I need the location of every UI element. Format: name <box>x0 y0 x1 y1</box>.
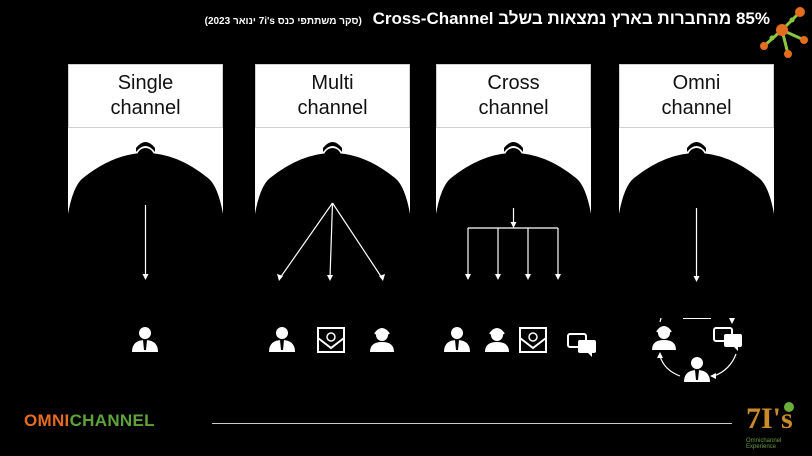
multi-channel-diagram <box>255 128 410 281</box>
logo-dot-icon <box>784 402 794 412</box>
column-title: Single channel <box>110 72 181 119</box>
column-title: Multi channel <box>297 72 368 119</box>
customer-person-icon <box>315 142 350 186</box>
column-single-channel: Single channel <box>68 64 223 294</box>
column-header: Omni channel <box>619 64 774 128</box>
logo-tagline: Omnichannel Experience <box>746 438 782 450</box>
omni-channel-diagram <box>619 128 774 282</box>
channel-icons-row <box>132 318 743 382</box>
single-channel-diagram <box>68 128 223 280</box>
column-multi-channel: Multi channel <box>255 64 410 294</box>
agent-icon <box>684 357 710 382</box>
network-graphic-icon <box>760 7 808 58</box>
page-subtitle: (סקר משתתפי כנס 7i's ינואר 2023) <box>204 16 362 27</box>
chat-bubbles-icon <box>567 333 597 358</box>
footer-label: OMNICHANNEL <box>24 411 155 431</box>
email-icon <box>519 327 547 353</box>
footer-label-omni: OMNI <box>24 411 70 430</box>
column-title: Cross channel <box>478 72 549 119</box>
column-cross-channel: Cross channel <box>436 64 591 294</box>
column-omni-channel: Omni channel <box>619 64 774 294</box>
agent-icon <box>444 327 470 352</box>
channel-columns: Single channel Multi channel <box>0 64 812 294</box>
column-title: Omni channel <box>661 72 732 119</box>
agent-icon <box>132 327 158 352</box>
page-title-text: 85% מהחברות בארץ נמצאות בשלב Cross-Chann… <box>372 9 770 28</box>
column-header: Multi channel <box>255 64 410 128</box>
cross-channel-diagram <box>436 128 591 280</box>
page-title: 85% מהחברות בארץ נמצאות בשלב Cross-Chann… <box>70 8 770 33</box>
footer-divider <box>212 423 732 424</box>
headset-agent-icon <box>369 328 395 353</box>
column-header: Single channel <box>68 64 223 128</box>
header: 85% מהחברות בארץ נמצאות בשלב Cross-Chann… <box>70 8 770 33</box>
email-icon <box>317 327 345 353</box>
agent-icon <box>269 327 295 352</box>
company-logo: 7I's Omnichannel Experience <box>742 398 806 452</box>
headset-agent-icon <box>651 326 677 351</box>
customer-person-icon <box>128 142 163 186</box>
customer-person-icon <box>496 142 531 186</box>
customer-person-icon <box>679 142 714 186</box>
chat-bubbles-icon <box>713 327 743 352</box>
headset-agent-icon <box>484 328 510 353</box>
omni-cycle <box>651 318 743 382</box>
column-header: Cross channel <box>436 64 591 128</box>
footer-label-channel: CHANNEL <box>69 411 155 430</box>
